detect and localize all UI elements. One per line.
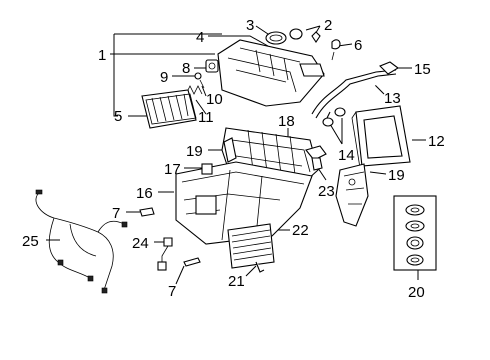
callout-20: 20 — [408, 284, 425, 301]
callout-21: 21 — [228, 273, 245, 290]
part-2-fittings — [289, 28, 321, 43]
part-24-sensor — [157, 237, 173, 271]
callout-5: 5 — [114, 108, 122, 125]
part-15-fitting — [379, 61, 399, 75]
part-19-duct-right — [335, 163, 369, 227]
callout-1: 1 — [98, 47, 106, 64]
part-3-cap — [265, 31, 287, 45]
part-19-duct-left — [223, 137, 237, 163]
part-22-heater-core — [227, 223, 275, 273]
callout-13: 13 — [384, 90, 401, 107]
callout-15: 15 — [414, 61, 431, 78]
callout-18: 18 — [278, 113, 295, 130]
part-11-bracket — [185, 85, 203, 95]
callout-17: 17 — [164, 161, 181, 178]
part-5-filter — [141, 89, 197, 129]
part-9-bulb — [194, 72, 202, 80]
part-7-sensor-lower — [183, 257, 201, 267]
callout-19-right: 19 — [388, 167, 405, 184]
part-10-screw — [199, 79, 205, 89]
callout-8: 8 — [182, 60, 190, 77]
callout-14: 14 — [338, 147, 355, 164]
callout-22: 22 — [292, 222, 309, 239]
part-16-lower-case — [175, 161, 313, 245]
part-6-clip — [331, 39, 341, 61]
parts — [35, 28, 437, 294]
callout-16: 16 — [136, 185, 153, 202]
part-12-frame — [351, 105, 411, 169]
part-25-wiring-harness — [35, 189, 128, 294]
leader-lines — [46, 25, 426, 285]
callout-10: 10 — [206, 91, 223, 108]
part-23-plug — [311, 157, 323, 171]
callout-23: 23 — [318, 183, 335, 200]
part-14-seal — [322, 107, 346, 127]
part-4-upper-case — [217, 39, 325, 107]
callout-24: 24 — [132, 235, 149, 252]
callout-9: 9 — [160, 69, 168, 86]
callout-6: 6 — [354, 37, 362, 54]
callout-19-left: 19 — [186, 143, 203, 160]
callout-11: 11 — [198, 109, 214, 126]
part-8-actuator — [205, 59, 219, 73]
callout-3: 3 — [246, 17, 254, 34]
callout-7-lower: 7 — [168, 283, 176, 300]
callout-12: 12 — [428, 133, 445, 150]
callout-2: 2 — [324, 17, 332, 34]
callout-4: 4 — [196, 29, 204, 46]
callout-25: 25 — [22, 233, 39, 250]
callout-7-upper: 7 — [112, 205, 120, 222]
callout-labels: 1 2 3 4 5 6 7 7 8 9 10 11 12 13 14 15 16… — [22, 17, 445, 301]
part-20-grommet-kit — [393, 195, 437, 271]
part-7-sensor-upper — [139, 207, 155, 217]
